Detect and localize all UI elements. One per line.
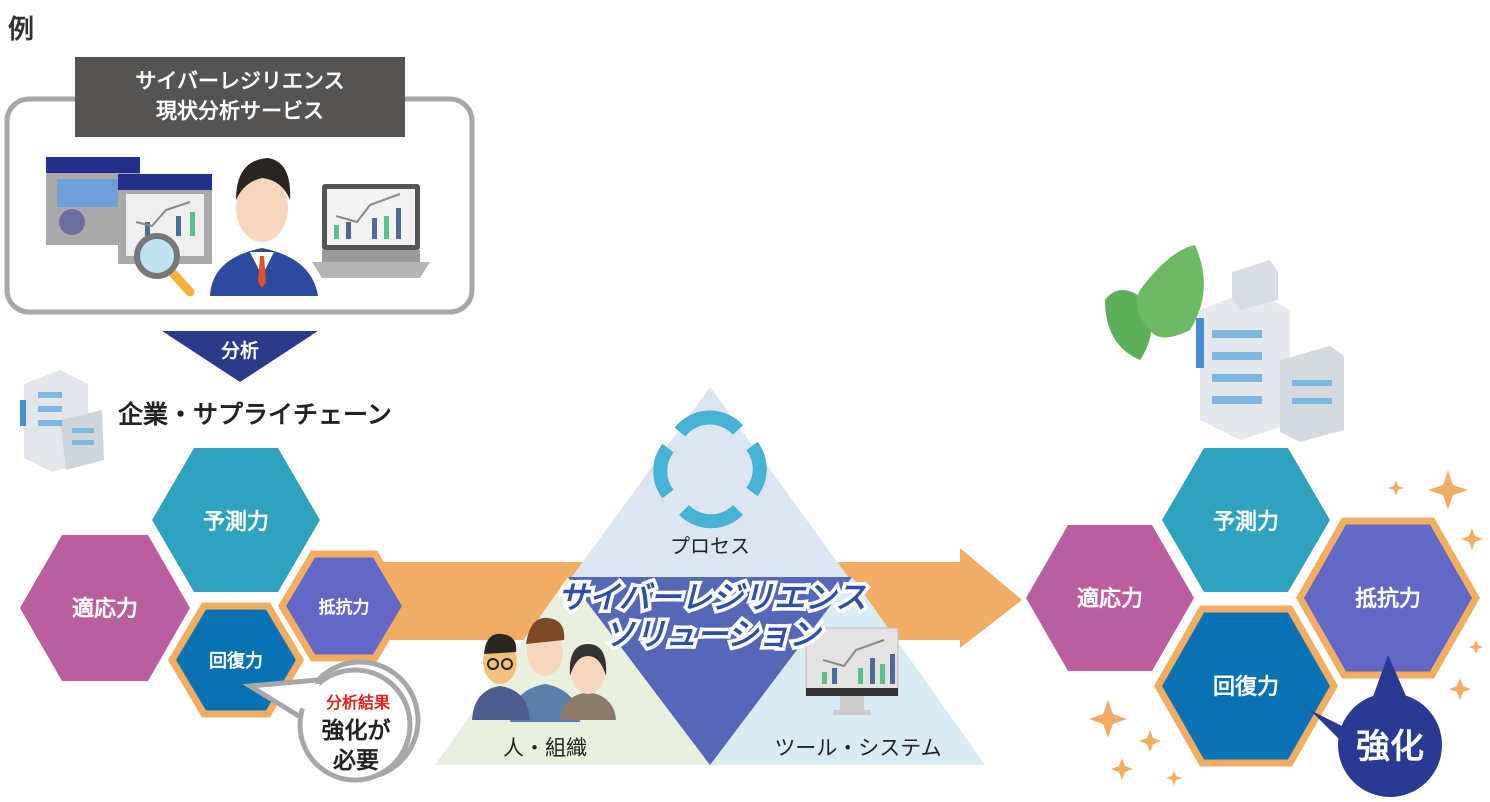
hex-resist [277,550,411,662]
analysis-arrow: 分析 [162,331,318,382]
solution-title-line2: ソリューション [604,617,822,653]
hex-predict-right [1162,448,1330,592]
people-label: 人・組織 [503,736,587,760]
analysis-label: 分析 [221,339,259,362]
hex-resist-right-label: 抵抗力 [1355,586,1421,612]
monitor-icon [805,627,899,715]
company-label: 企業・サプライチェーン [118,400,392,429]
laptop-icon [312,184,430,278]
hex-resist-right [1295,517,1481,679]
hex-recover-label: 回復力 [209,650,263,672]
example-label: 例 [8,15,34,45]
people-icon [472,617,616,722]
hex-adapt-right [1026,525,1194,671]
hex-predict-right-label: 予測力 [1213,510,1279,535]
tools-label: ツール・システム [774,736,941,760]
right-hex-cluster: 予測力 適応力 抵抗力 回復力 [1026,448,1481,767]
hex-recover-right [1153,605,1339,767]
solution-title-line1: サイバーレジリエンス [558,580,867,616]
hex-adapt-label: 適応力 [72,596,138,622]
solution-triangle: プロセス 人・組織 ツール・システム [435,387,985,765]
left-hex-cluster: 予測力 適応力 回復力 抵抗力 [20,448,411,718]
hex-recover-right-label: 回復力 [1213,674,1279,700]
sparkle-icons [1089,470,1483,786]
cycle-arrows-icon [653,410,767,529]
hex-adapt [20,535,190,681]
strengthen-badge: 強化 [1310,655,1442,797]
magnifier-icon [134,233,195,297]
solution-title: サイバーレジリエンス ソリューション [554,577,870,657]
service-title-line2: 現状分析サービス [156,99,324,123]
process-label: プロセス [670,534,750,558]
hex-predict-label: 予測力 [203,510,269,535]
hex-resist-label: 抵抗力 [319,597,370,618]
bubble-line2: 強化が [322,717,391,744]
bubble-line3: 必要 [333,747,379,774]
service-box: サイバーレジリエンス 現状分析サービス [4,57,475,315]
strengthen-label: 強化 [1356,727,1424,767]
analyst-avatar [210,158,318,296]
hex-predict [152,448,320,592]
healthy-building-icon [1105,245,1344,442]
analysis-result-bubble: 分析結果 強化が 必要 [242,659,421,783]
service-title-line1: サイバーレジリエンス [135,69,344,93]
building-icon [20,370,104,472]
bubble-result-label: 分析結果 [326,693,390,712]
hex-adapt-right-label: 適応力 [1077,586,1143,612]
